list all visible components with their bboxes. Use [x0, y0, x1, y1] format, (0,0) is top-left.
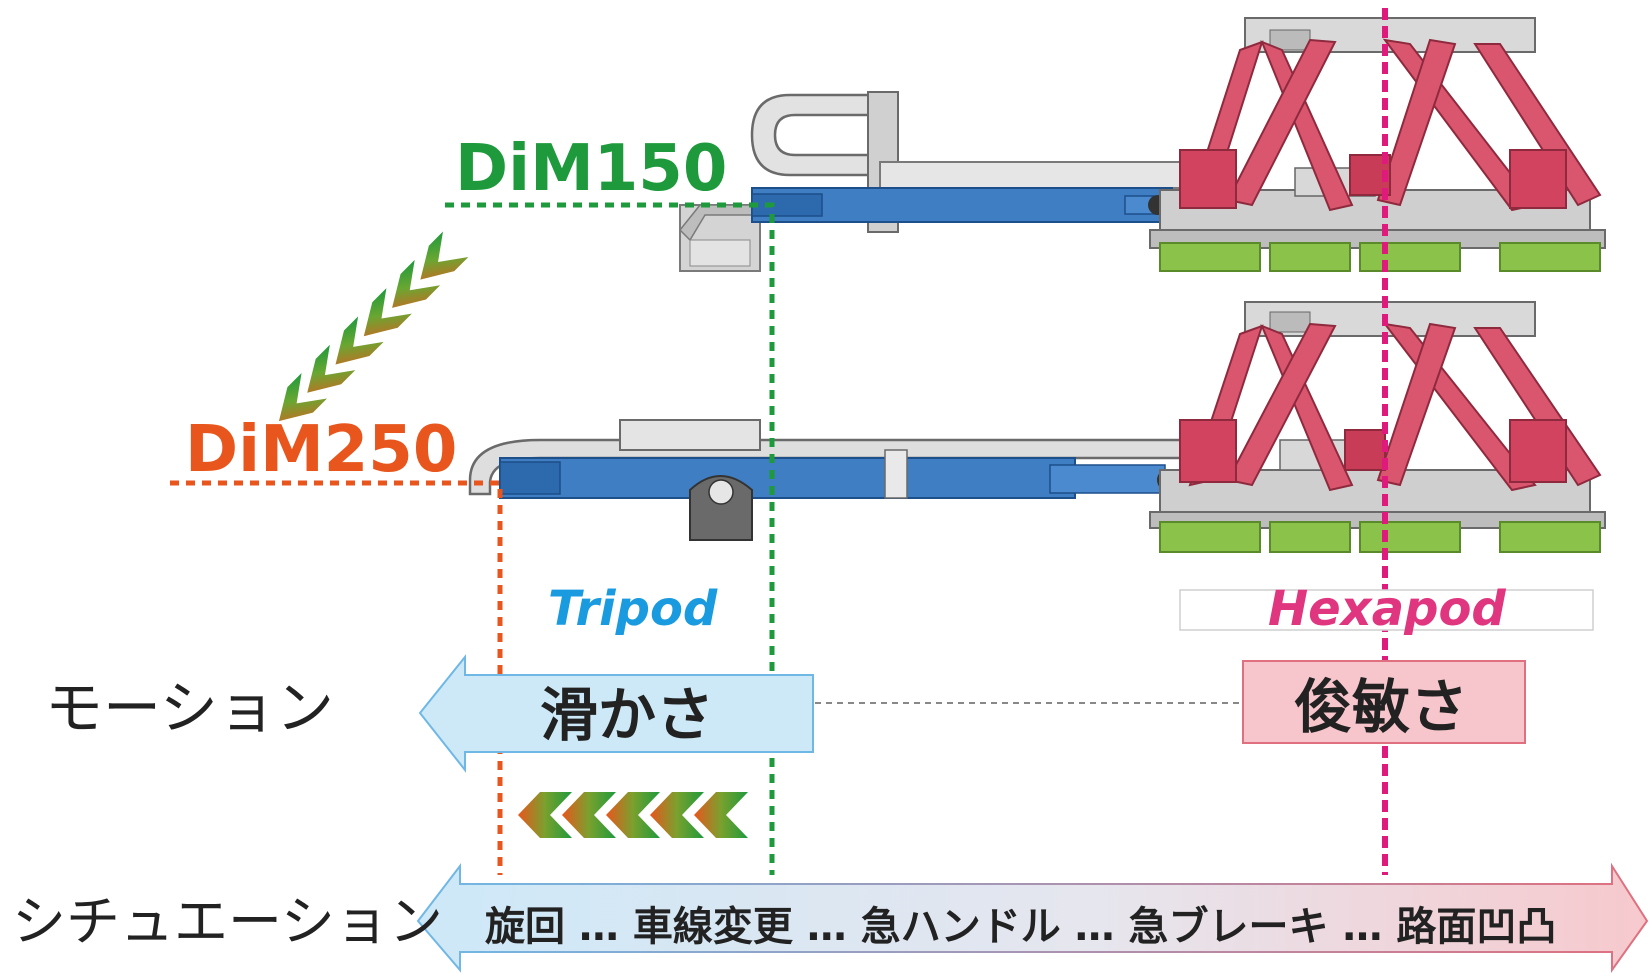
h-chevron-3	[606, 792, 660, 838]
diag-chevron-1	[278, 372, 328, 422]
hexapod-label-box	[1179, 589, 1594, 631]
dim150-guide-line	[445, 202, 775, 875]
agility-label: 俊敏さ	[1294, 673, 1468, 741]
tripod-label: Tripod	[548, 581, 718, 637]
dim250-carriage	[619, 419, 761, 451]
dim250-pedestal	[689, 475, 753, 541]
smoothness-label: 滑かさ	[540, 681, 714, 749]
dim250-label: DiM250	[185, 413, 457, 487]
smoothness-arrow	[418, 654, 814, 773]
h-chevron-2	[562, 792, 616, 838]
diag-chevron-3	[335, 316, 384, 365]
dim150-cable-guide	[750, 93, 882, 177]
dim150-blue-actuator	[751, 187, 1186, 223]
dim150-base-block	[678, 204, 761, 272]
diag-chevron-2	[307, 344, 356, 393]
dim150-label: DiM150	[455, 132, 727, 206]
dim150-machine	[678, 17, 1606, 272]
dim250-hexapod-legs	[1179, 322, 1602, 492]
diagonal-chevron-arrow	[278, 231, 469, 422]
dim250-machine	[468, 301, 1606, 553]
diag-chevron-6	[420, 231, 469, 280]
h-chevron-4	[650, 792, 704, 838]
hexapod-label: Hexapod	[1268, 581, 1506, 637]
dim150-hexapod-legs	[1179, 38, 1602, 212]
diag-chevron-4	[363, 288, 412, 337]
situations-label: 旋回 … 車線変更 … 急ハンドル … 急ブレーキ … 路面凹凸	[485, 904, 1556, 950]
diag-chevron-5	[392, 259, 441, 308]
dim150-rail	[879, 161, 1181, 189]
h-chevron-5	[694, 792, 748, 838]
motion-row-label: モーション	[45, 674, 334, 742]
agility-box	[1242, 660, 1526, 744]
situation-row-label: シチュエーション	[12, 890, 443, 953]
horizontal-chevron-arrow	[518, 792, 748, 838]
situation-double-arrow	[416, 862, 1649, 974]
h-chevron-1	[518, 792, 572, 838]
dim250-blue-actuator	[499, 449, 1179, 499]
